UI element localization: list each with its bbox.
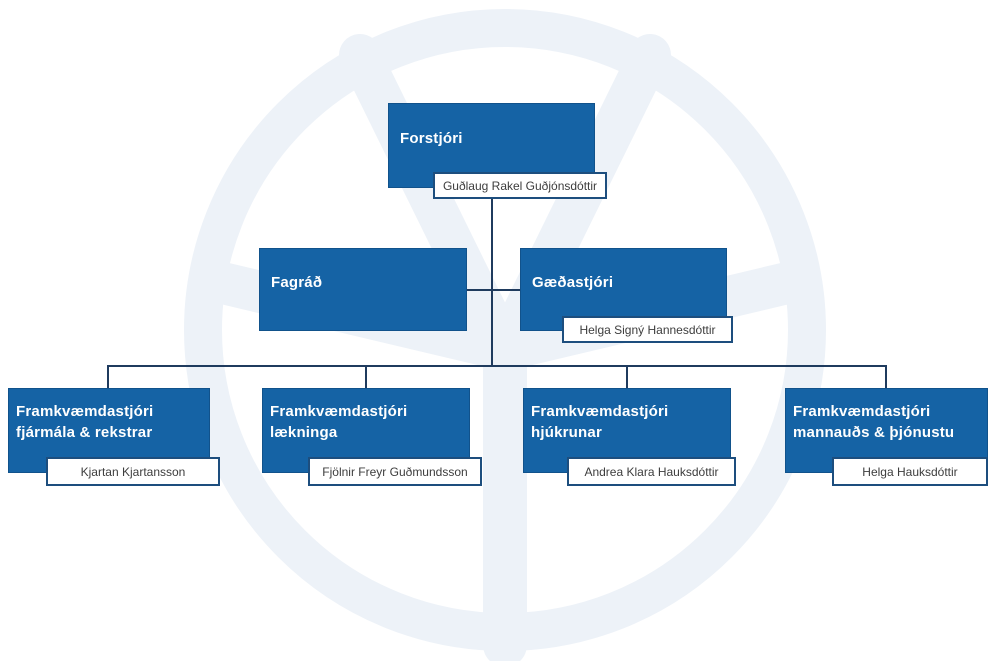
connector-horizontal-bus [107, 365, 887, 367]
name-tag-fjarmala-rekstrar: Kjartan Kjartansson [46, 457, 220, 486]
org-node-title: Framkvæmdastjóri mannauðs & þjónustu [793, 403, 955, 442]
connector-root-vertical [491, 187, 493, 366]
org-node-title: Forstjóri [400, 130, 463, 148]
org-node-title: Fagráð [271, 274, 323, 292]
org-node-title: Framkvæmdastjóri lækninga [270, 403, 408, 442]
org-node-title: Framkvæmdastjóri fjármála & rekstrar [16, 403, 154, 442]
org-node-title: Gæðastjóri [532, 274, 614, 292]
connector-stub-hjukrunar [626, 365, 628, 389]
connector-stub-laekninga [365, 365, 367, 389]
name-tag-mannauds-thjonustu: Helga Hauksdóttir [832, 457, 988, 486]
connector-stub-mannauds [885, 365, 887, 389]
name-tag-forstjori: Guðlaug Rakel Guðjónsdóttir [433, 172, 607, 199]
name-tag-laekninga: Fjölnir Freyr Guðmundsson [308, 457, 482, 486]
org-node-title: Framkvæmdastjóri hjúkrunar [531, 403, 669, 442]
org-node-fagrad: Fagráð [259, 248, 467, 331]
name-tag-hjukrunar: Andrea Klara Hauksdóttir [567, 457, 736, 486]
connector-fagrad-gaedastjori [466, 289, 520, 291]
name-tag-gaedastjori: Helga Signý Hannesdóttir [562, 316, 733, 343]
connector-stub-fjarmala [107, 365, 109, 389]
